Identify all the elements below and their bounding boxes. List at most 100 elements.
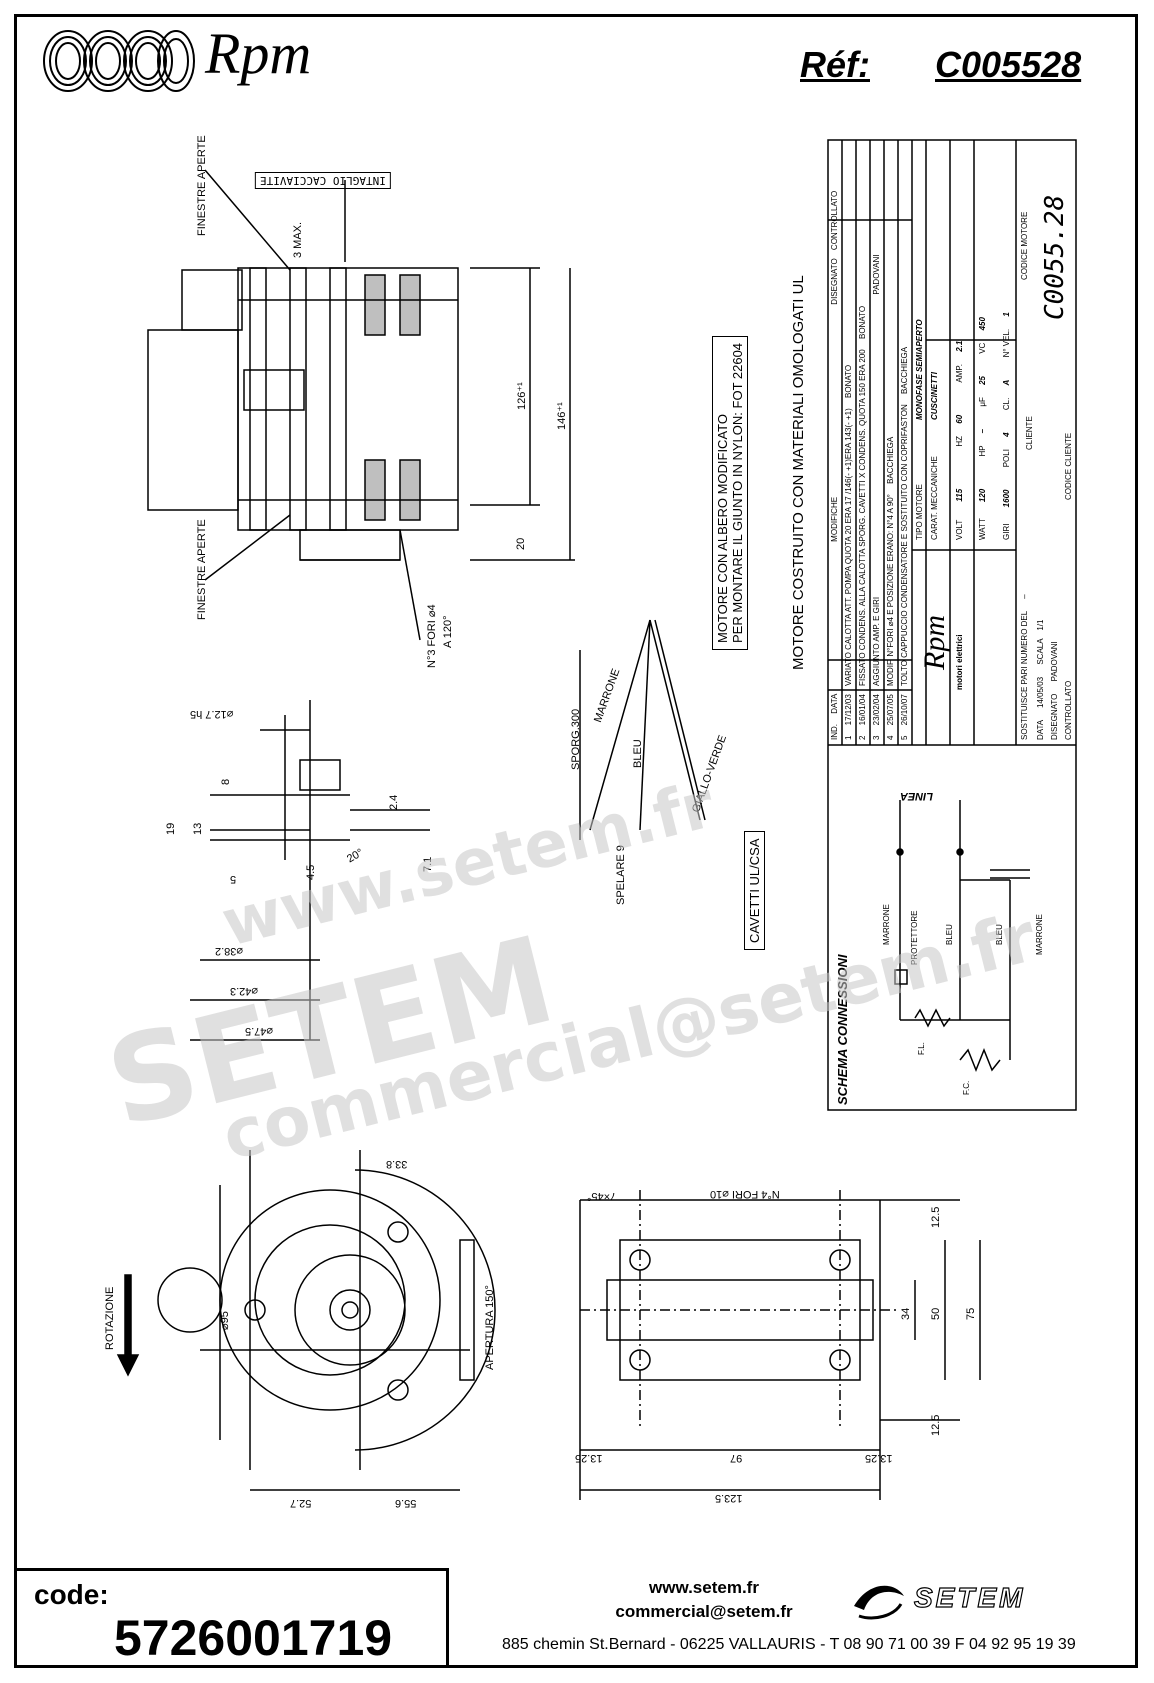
scala-value: 1/1	[1036, 619, 1045, 631]
footer-web-link[interactable]: www.setem.fr	[649, 1578, 759, 1597]
label-sporg: SPORG.300	[570, 708, 582, 770]
rev-2-ind: 2	[858, 735, 867, 740]
dim-55-6: 55.6	[395, 1497, 417, 1509]
dim-33-8: 33.8	[386, 1158, 408, 1170]
spec-poli-label: POLI	[1002, 449, 1011, 468]
dim-5: 5	[230, 873, 237, 885]
spec-watt-label: WATT	[978, 518, 987, 540]
label-fori-3: N°3 FORI ⌀4	[426, 604, 438, 668]
rpm-logo-coil-icon	[43, 30, 195, 92]
cliente-label: CLIENTE	[1025, 416, 1034, 450]
note-ul: MOTORE COSTRUITO CON MATERIALI OMOLOGATI…	[790, 275, 807, 670]
technical-drawing	[116, 139, 1077, 1500]
rev-header: IND. DATA MODIFICHE DISEGNATO CONTROLLAT…	[830, 191, 839, 740]
spec-nvel-value: 1	[1002, 312, 1011, 317]
label-a-120: A 120°	[442, 615, 454, 648]
spec-giri-label: GIRI	[1002, 523, 1011, 540]
spec-hp-label: HP	[978, 445, 987, 457]
rev-row-2: 2 16/01/04 FISSATO CONDENS. ALLA CALOTTA…	[858, 306, 867, 740]
spec-row-watt: WATT 120 HP – μF 25 VC 450	[978, 317, 987, 540]
setem-swoosh-icon	[854, 1585, 904, 1620]
dim-97: 97	[730, 1452, 743, 1464]
note-cavetti: CAVETTI UL/CSA	[744, 831, 765, 950]
dim-13-25-right: 13.25	[865, 1452, 893, 1464]
rev-3-sig: PADOVANI	[872, 254, 881, 295]
disegnato-row: DISEGNATO PADOVANI	[1050, 641, 1059, 740]
dim-d95: ⌀95	[219, 1311, 231, 1330]
dim-12-5-top: 12.5	[930, 1206, 942, 1228]
footer-email-link[interactable]: commercial@setem.fr	[615, 1602, 793, 1621]
label-apertura: APERTURA 150°	[484, 1285, 496, 1370]
disegnato-label: DISEGNATO	[1050, 693, 1059, 740]
ref-label: Réf:	[800, 44, 870, 85]
dim-19: 19	[165, 822, 177, 835]
spec-cl-label: CL.	[1002, 397, 1011, 411]
codice-motore-value: C0055.28	[1040, 194, 1070, 320]
carat-label: CARAT. MECCANICHE	[930, 456, 939, 540]
dim-52-7: 52.7	[290, 1497, 312, 1509]
sostituisce-value: –	[1020, 594, 1029, 599]
rev-header-controllato: CONTROLLATO	[830, 190, 839, 251]
disegnato-value: PADOVANI	[1050, 641, 1059, 682]
title-block-brand: Rpm	[918, 615, 951, 670]
tipo-value: MONOFASE SEMIAPERTO	[915, 319, 924, 420]
sostituisce-row: SOSTITUISCE PARI NUMERO DEL –	[1020, 594, 1029, 740]
spec-hp-value: –	[978, 428, 987, 434]
note-albero: MOTORE CON ALBERO MODIFICATO	[715, 414, 730, 643]
rev-header-disegnato: DISEGNATO	[830, 258, 839, 305]
spec-poli-value: 4	[1002, 432, 1011, 437]
dim-146: 146⁺¹	[556, 402, 568, 430]
label-fl: F.L.	[917, 1042, 926, 1055]
label-linea: LINEA	[900, 790, 933, 802]
dim-2-4: 2.4	[388, 794, 400, 810]
spec-row-volt: VOLT 115 HZ 60 AMP. 2.1	[955, 341, 964, 540]
rev-4-data: 25/07/05	[886, 694, 895, 726]
code-value: 5726001719	[114, 1610, 393, 1666]
rev-header-modifiche: MODIFICHE	[830, 496, 839, 542]
code-label: code:	[34, 1579, 109, 1610]
controllato-label: CONTROLLATO	[1064, 680, 1073, 740]
dim-13-25-left: 13.25	[575, 1452, 603, 1464]
rev-3-data: 23/02/04	[872, 694, 881, 726]
spec-amp-value: 2.1	[955, 340, 964, 352]
label-chamfer: 7×45°	[587, 1190, 617, 1202]
rev-5-data: 26/10/07	[900, 694, 909, 726]
rev-1-ind: 1	[844, 735, 853, 740]
dim-d12-7: ⌀12.7 h5	[190, 708, 234, 720]
rev-4-text: MODIF. N°FORI ⌀4 E POSIZIONE ERANO: N°4 …	[886, 494, 895, 686]
brand-logo-text: Rpm	[205, 21, 312, 86]
label-rotazione: ROTAZIONE	[104, 1286, 116, 1350]
spec-amp-label: AMP.	[955, 364, 964, 383]
footer-address: 885 chemin St.Bernard - 06225 VALLAURIS …	[502, 1636, 1076, 1653]
code-box: code: 5726001719	[14, 1568, 449, 1668]
label-fc: F.C.	[962, 1080, 971, 1095]
spec-uf-label: μF	[978, 397, 987, 407]
ref-value: C005528	[935, 44, 1082, 85]
rev-5-text: TOLTO CAPPUCCIO CONDENSATORE E SOSTITUIT…	[900, 404, 909, 686]
rev-row-3: 3 23/02/04 AGGIUNTO AMP. E GIRI PADOVANI	[872, 254, 881, 740]
rev-4-ind: 4	[886, 735, 895, 740]
scala-label: SCALA	[1036, 638, 1045, 665]
label-intaglio: INTAGLIO CACCIAVITE	[255, 172, 391, 189]
sostituisce-label: SOSTITUISCE PARI NUMERO DEL	[1020, 611, 1029, 740]
rev-4-sig: BACCHIEGA	[886, 436, 895, 484]
label-3-max: 3 MAX.	[292, 221, 304, 258]
title-block-brand-sub: motori elettrici	[955, 634, 964, 690]
data-label: DATA	[1036, 720, 1045, 740]
rev-5-ind: 5	[900, 735, 909, 740]
rev-row-1: 1 17/12/03 VARIATO CALOTTA ATT. POMPA QU…	[844, 365, 853, 740]
rev-1-text: VARIATO CALOTTA ATT. POMPA QUOTA 20 ERA …	[844, 408, 853, 686]
drawing-sheet	[14, 14, 1138, 1668]
footer-setem-brand: SETEM	[913, 1581, 1026, 1613]
dim-20: 20	[515, 537, 527, 550]
carat-value: CUSCINETTI	[930, 372, 939, 420]
rev-row-5: 5 26/10/07 TOLTO CAPPUCCIO CONDENSATORE …	[900, 347, 909, 740]
rev-1-sig: BONATO	[844, 364, 853, 398]
spec-row-giri: GIRI 1600 POLI 4 CL. A N° VEL. 1	[1002, 312, 1011, 540]
rev-5-sig: BACCHIEGA	[900, 346, 909, 395]
spec-volt-value: 115	[955, 488, 964, 502]
dim-50: 50	[930, 1307, 942, 1320]
rev-3-ind: 3	[872, 735, 881, 740]
spec-uf-value: 25	[978, 376, 987, 385]
spec-giri-value: 1600	[1002, 489, 1011, 508]
